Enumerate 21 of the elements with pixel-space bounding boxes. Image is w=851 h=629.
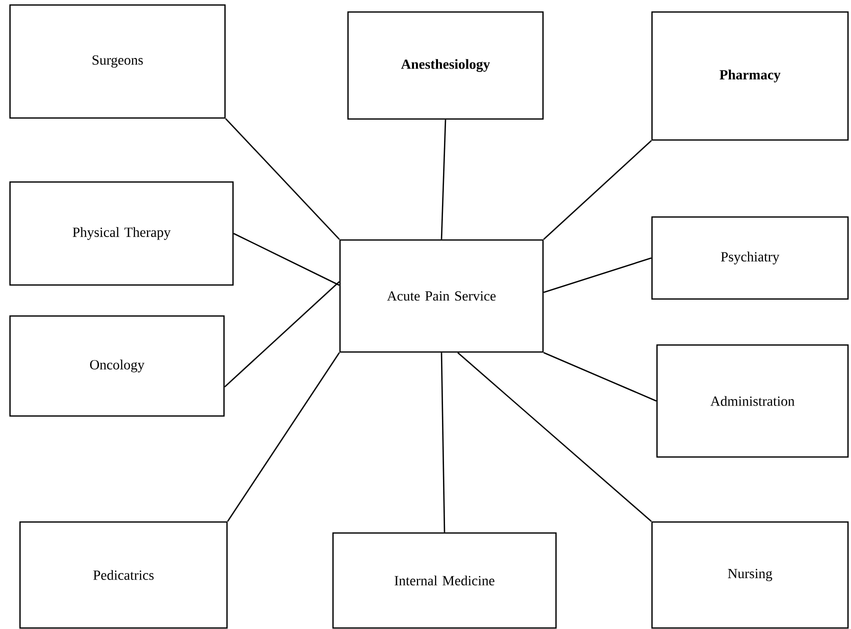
department-box: Administration <box>656 344 849 458</box>
connector-line <box>227 352 340 522</box>
connector-line <box>440 352 446 532</box>
department-box: Surgeons <box>9 4 226 119</box>
connector-line <box>543 352 657 402</box>
connector-line <box>224 281 340 388</box>
connector-line <box>457 352 652 522</box>
department-box: Internal Medicine <box>332 532 557 629</box>
department-box: Psychiatry <box>651 216 849 300</box>
department-box: Pharmacy <box>651 11 849 141</box>
connector-line <box>225 118 340 240</box>
connector-line <box>543 140 652 240</box>
connector-line <box>233 232 340 286</box>
department-box: Pedicatrics <box>19 521 228 629</box>
department-box: Physical Therapy <box>9 181 234 286</box>
department-box: Anesthesiology <box>347 11 544 120</box>
connector-line <box>543 257 652 294</box>
department-box: Oncology <box>9 315 225 417</box>
hub-box: Acute Pain Service <box>339 239 544 353</box>
department-box: Nursing <box>651 521 849 629</box>
connector-line <box>440 120 446 240</box>
